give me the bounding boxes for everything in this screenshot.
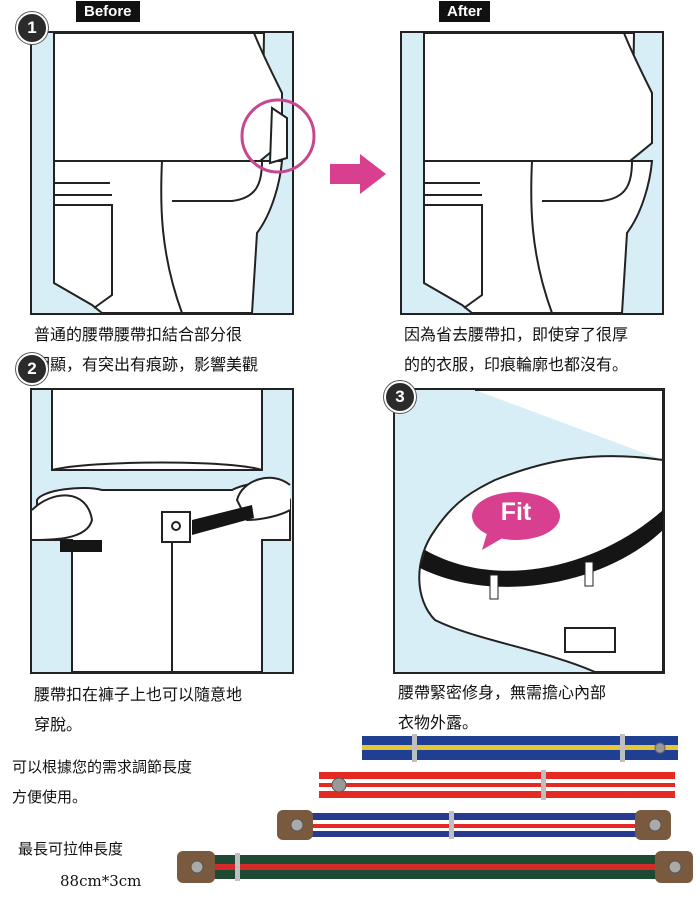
max-stretch-label: 最長可拉伸長度 [18, 840, 124, 858]
adjust-length-text: 可以根據您的需求調節長度 方便使用。 [12, 758, 193, 806]
max-stretch-value: 88cm*3cm [60, 872, 142, 890]
belt-green-red [177, 851, 693, 883]
belt-blue-yellow [362, 734, 678, 762]
before-illustration [53, 33, 288, 313]
after-panel [400, 31, 664, 315]
step-number-2: 2 [16, 353, 48, 385]
before-panel [30, 31, 294, 315]
after-label: After [439, 1, 491, 22]
belt-red-white [319, 770, 675, 800]
step-number-1: 1 [16, 12, 48, 44]
arrow-right-icon [330, 154, 386, 194]
after-illustration [423, 33, 654, 313]
step2-illustration [32, 390, 291, 672]
step2-caption: 腰帶扣在褲子上也可以隨意地 穿脫。 [34, 685, 243, 734]
bulge-highlight-circle [240, 98, 316, 174]
step3-caption: 腰帶緊密修身，無需擔心內部 衣物外露。 [398, 683, 607, 732]
before-label: Before [76, 1, 140, 22]
after-caption: 因為省去腰帶扣，即使穿了很厚 的的衣服，印痕輪廓也都沒有。 [404, 325, 629, 374]
step-number-3: 3 [384, 381, 416, 413]
fit-speech-bubble [472, 492, 560, 550]
before-caption: 普通的腰帶腰帶扣結合部分很 明顯，有突出有痕跡，影響美觀 [34, 325, 259, 374]
step2-panel [30, 388, 294, 674]
belt-blue-white-red [277, 810, 671, 840]
fit-label: Fit [500, 498, 532, 526]
